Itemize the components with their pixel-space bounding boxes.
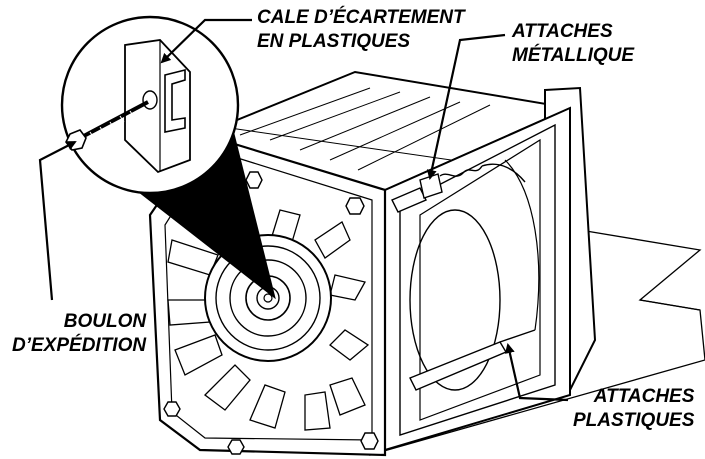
label-metal-clips-line1: ATTACHES (512, 21, 613, 42)
label-shipping-bolt-line1: BOULON (63, 311, 147, 332)
leader-lines (38, 18, 569, 402)
label-plastic-clips-line2: PLASTIQUES (573, 410, 695, 431)
label-shipping-bolt: BOULON D’EXPÉDITION (12, 310, 146, 358)
metal-clip (391, 163, 526, 213)
label-plastic-clips-line1: ATTACHES (593, 386, 695, 407)
label-shipping-bolt-line2: D’EXPÉDITION (12, 335, 147, 356)
label-metal-clips-line2: MÉTALLIQUE (512, 45, 635, 66)
label-plastic-spacer-line1: CALE D’ÉCARTEMENT (257, 7, 465, 28)
magnifier-detail (60, 15, 240, 195)
label-metal-clips: ATTACHES MÉTALLIQUE (512, 20, 634, 68)
label-plastic-clips: ATTACHES PLASTIQUES (573, 385, 694, 433)
label-plastic-spacer-line2: EN PLASTIQUES (257, 31, 411, 52)
front-face-ribs (167, 189, 370, 431)
label-plastic-spacer: CALE D’ÉCARTEMENT EN PLASTIQUES (257, 6, 465, 54)
